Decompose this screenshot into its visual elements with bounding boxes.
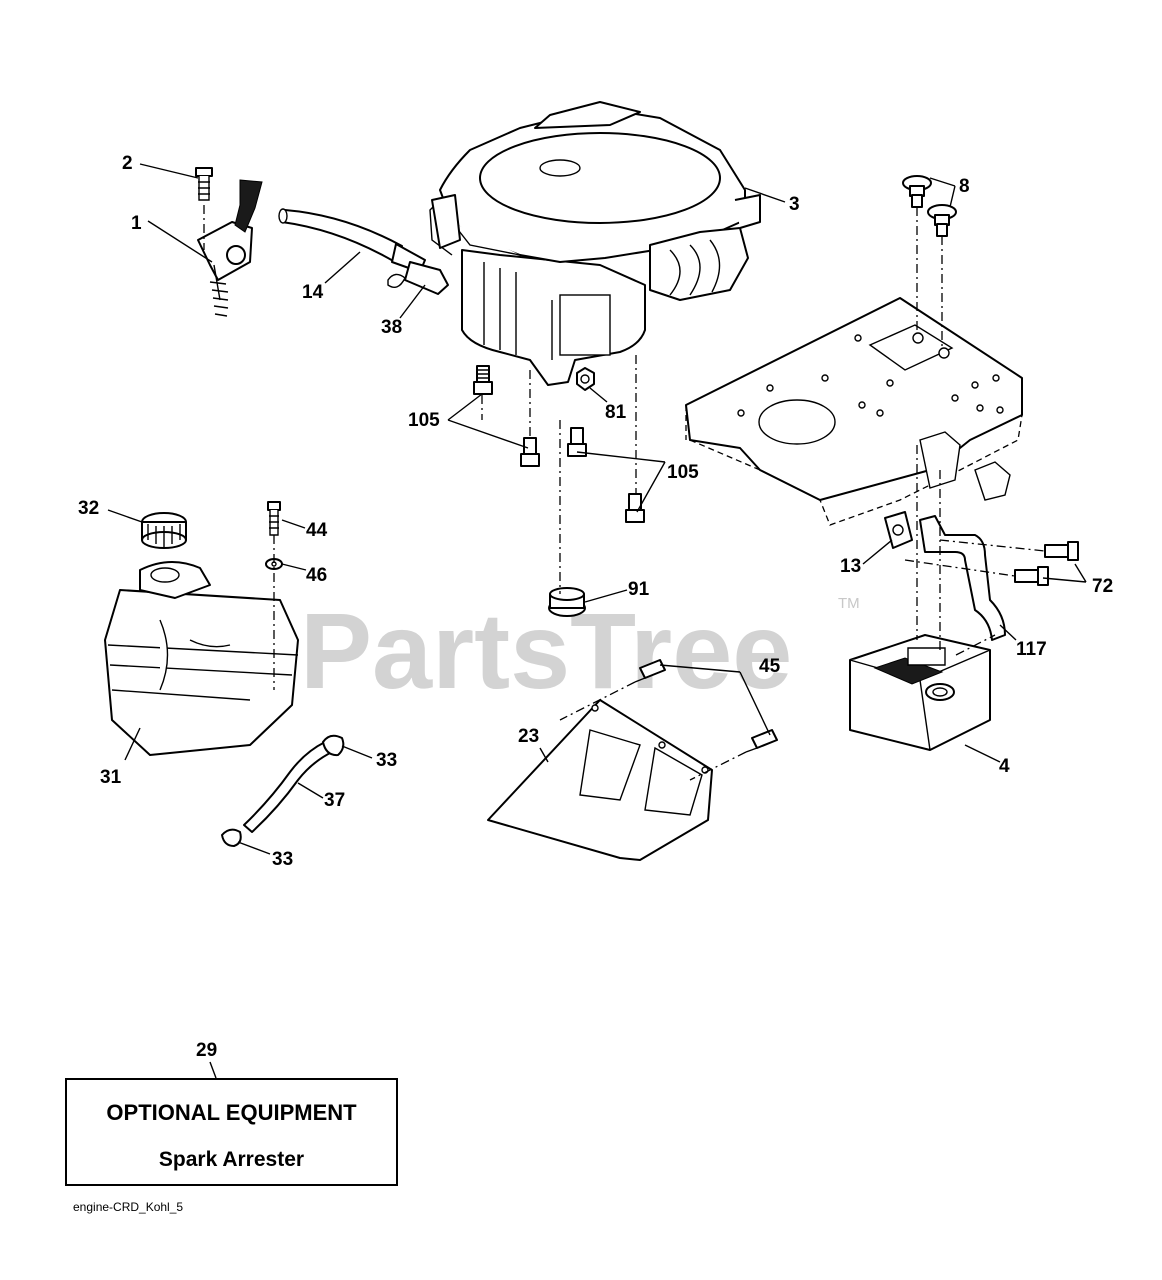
shield-screw-part-1[interactable]: [634, 659, 666, 683]
exhaust-bolt-part-2[interactable]: [1014, 566, 1049, 586]
spark-arrester-label: Spark Arrester: [158, 1148, 305, 1171]
callout-72: 72: [1092, 576, 1113, 597]
hose-clamp-part-2[interactable]: [221, 828, 242, 847]
fuel-tank-part[interactable]: [104, 560, 299, 756]
callout-31: 31: [100, 767, 122, 788]
fuel-fitting-part[interactable]: [387, 261, 449, 295]
callout-91: 91: [628, 579, 650, 600]
callout-45: 45: [759, 656, 781, 677]
muffler-part[interactable]: [849, 634, 991, 751]
watermark-text: PartsTree: [300, 590, 792, 711]
engine-bolt-part-3[interactable]: [567, 427, 587, 457]
callout-33a: 33: [376, 750, 397, 771]
exhaust-pipe-part[interactable]: [919, 515, 1006, 641]
callout-44: 44: [306, 520, 328, 541]
callout-8: 8: [959, 176, 970, 197]
optional-equipment-box: OPTIONAL EQUIPMENT Spark Arrester: [65, 1078, 398, 1186]
callout-3: 3: [789, 194, 800, 215]
callout-2: 2: [122, 153, 133, 174]
callout-29: 29: [196, 1040, 217, 1061]
shield-screw-part-2[interactable]: [745, 729, 778, 753]
throttle-control-part[interactable]: [197, 179, 263, 317]
engine-bolt-part-2[interactable]: [520, 437, 540, 467]
callout-33b: 33: [272, 849, 293, 870]
exhaust-gasket-part[interactable]: [884, 511, 913, 549]
watermark-tm: TM: [838, 595, 860, 612]
callout-14: 14: [302, 282, 324, 303]
callout-1: 1: [131, 213, 142, 234]
fuel-cap-part[interactable]: [141, 512, 187, 549]
knob-bolt-part-2[interactable]: [927, 204, 957, 237]
callout-117: 117: [1016, 639, 1047, 660]
callout-81: 81: [605, 402, 627, 423]
exhaust-bolt-part-1[interactable]: [1044, 541, 1079, 561]
engine-bolt-part-4[interactable]: [625, 493, 645, 523]
fuel-hose-part[interactable]: [243, 741, 333, 833]
diagram-code: engine-CRD_Kohl_5: [73, 1200, 184, 1214]
callout-37: 37: [324, 790, 345, 811]
callout-4: 4: [999, 756, 1010, 777]
frame-plate: [685, 297, 1023, 526]
engine-bolt-part-1[interactable]: [473, 365, 493, 395]
callout-46: 46: [306, 565, 327, 586]
optional-equipment-title: OPTIONAL EQUIPMENT: [106, 1100, 357, 1125]
fuel-line-part[interactable]: [278, 208, 426, 273]
callout-23: 23: [518, 726, 539, 747]
hose-clamp-part-1[interactable]: [322, 734, 345, 757]
screw-part-2[interactable]: [195, 167, 213, 201]
hex-nut-part[interactable]: [576, 367, 595, 391]
engine-part[interactable]: [429, 101, 761, 386]
heat-shield-part[interactable]: [487, 699, 713, 861]
callout-13: 13: [840, 556, 861, 577]
callout-32: 32: [78, 498, 99, 519]
callout-105a: 105: [408, 410, 440, 431]
callout-105b: 105: [667, 462, 699, 483]
tank-screw-part[interactable]: [267, 501, 281, 536]
callout-38: 38: [381, 317, 402, 338]
bushing-part[interactable]: [548, 587, 586, 617]
knob-bolt-part-1[interactable]: [902, 175, 932, 208]
